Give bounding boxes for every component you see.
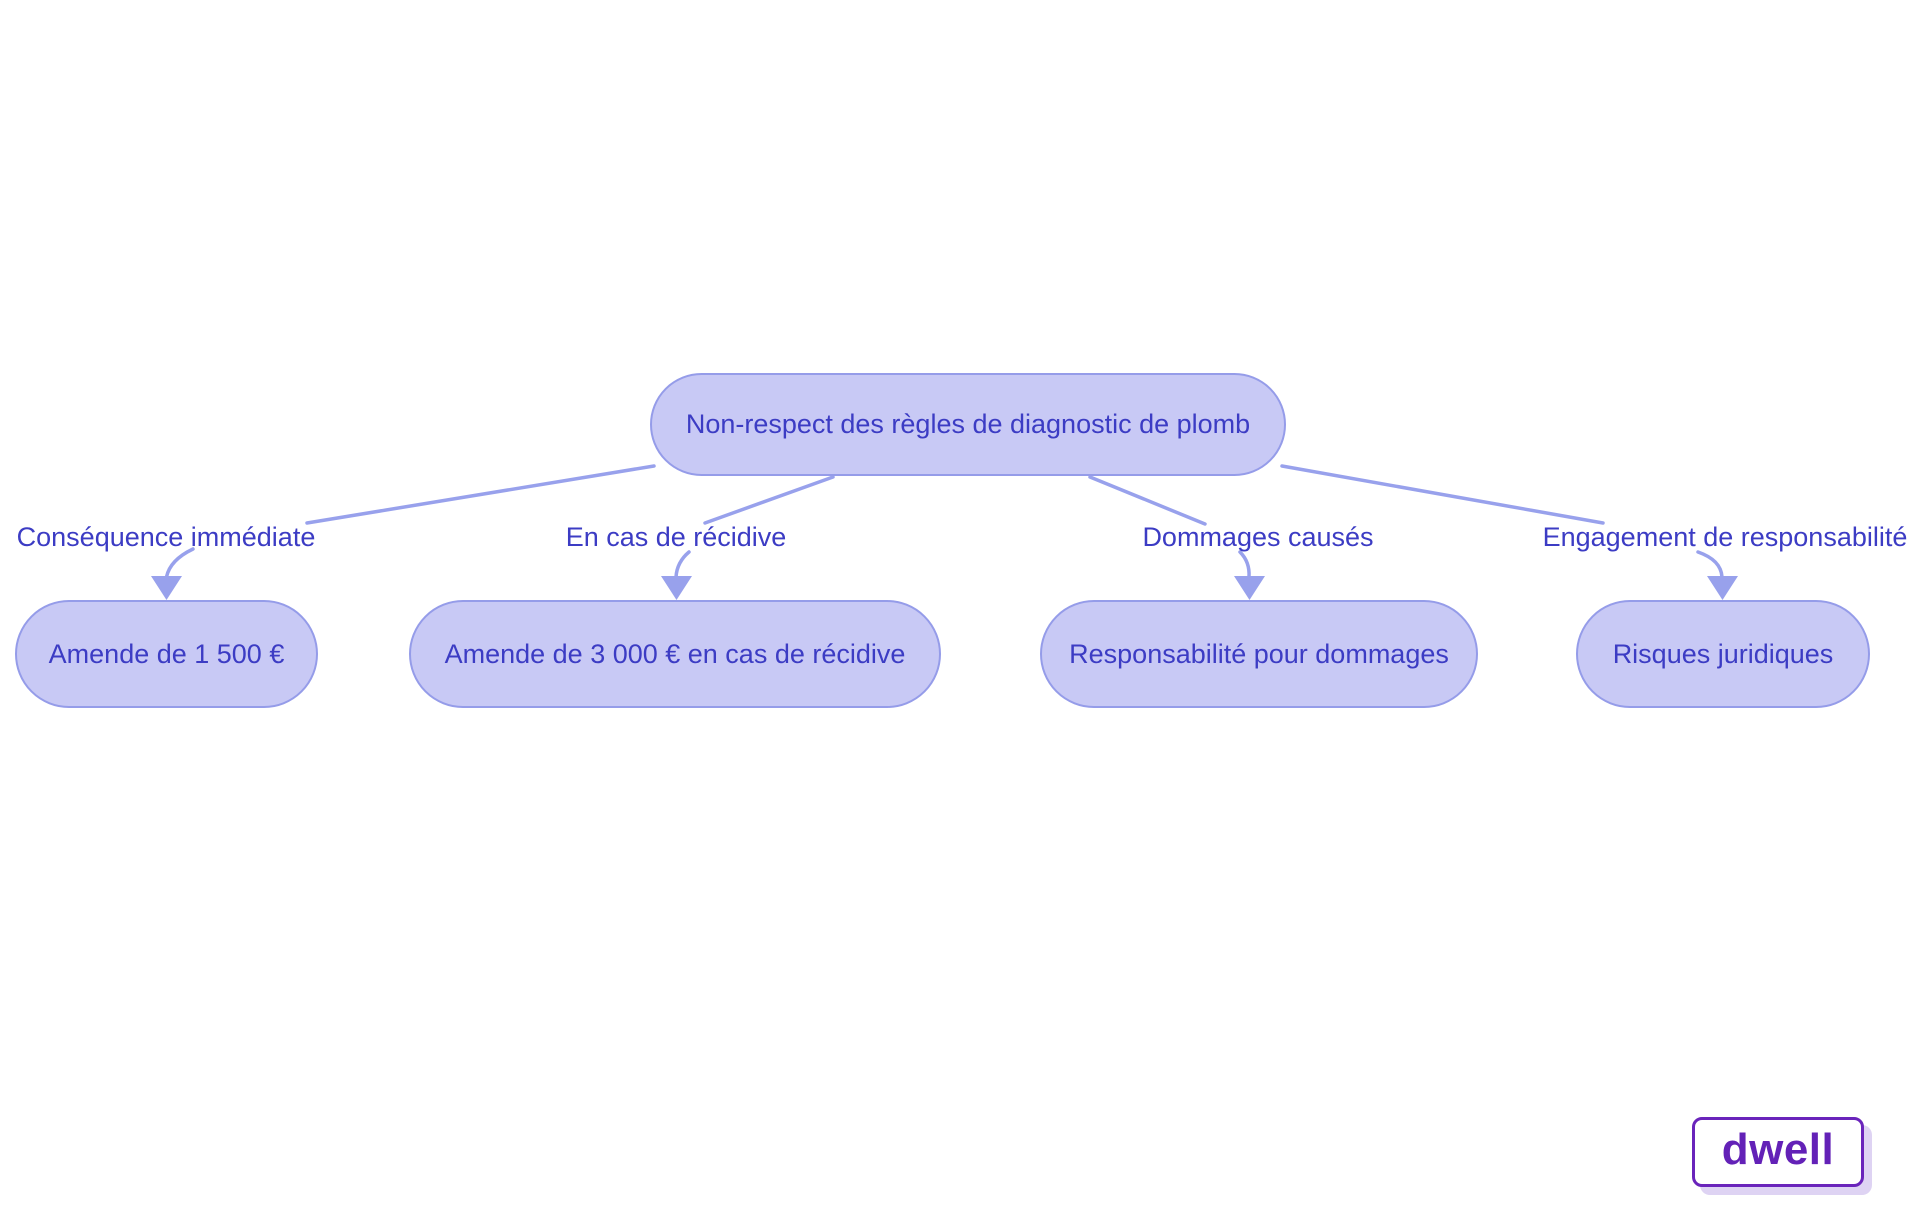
node-risques-juridiques: Risques juridiques: [1576, 600, 1870, 708]
node-label: Responsabilité pour dommages: [1069, 638, 1449, 669]
arrowhead-4: [1707, 576, 1738, 600]
node-label: Amende de 3 000 € en cas de récidive: [444, 638, 906, 669]
edge-label-engagement-de-responsabilite: Engagement de responsabilité: [1542, 522, 1908, 552]
edge-root-to-label-1: [305, 464, 656, 525]
dwell-logo-text: dwell: [1721, 1125, 1835, 1174]
arrowhead-3: [1234, 576, 1265, 600]
edge-label-dommages-causes: Dommages causés: [1142, 522, 1374, 552]
node-label: Amende de 1 500 €: [48, 638, 285, 669]
arrowhead-2: [661, 576, 692, 600]
edge-label-consequence-immediate: Conséquence immédiate: [16, 522, 316, 552]
node-label: Risques juridiques: [1612, 638, 1834, 669]
edge-root-to-label-3: [1088, 475, 1207, 526]
node-amende-1500: Amende de 1 500 €: [15, 600, 318, 708]
node-amende-3000-recidive: Amende de 3 000 € en cas de récidive: [409, 600, 941, 708]
arrowhead-1: [151, 576, 182, 600]
root-node-label: Non-respect des règles de diagnostic de …: [685, 409, 1251, 439]
arrow-curve-1: [164, 547, 195, 579]
node-responsabilite-dommages: Responsabilité pour dommages: [1040, 600, 1478, 708]
root-node: Non-respect des règles de diagnostic de …: [650, 373, 1286, 476]
edge-label-en-cas-de-recidive: En cas de récidive: [565, 522, 787, 552]
arrow-curve-3: [1238, 550, 1251, 579]
arrow-curve-4: [1696, 550, 1724, 579]
edge-root-to-label-2: [703, 475, 835, 525]
edge-root-to-label-4: [1280, 464, 1605, 525]
arrow-curve-2: [674, 550, 691, 579]
dwell-logo: dwell: [1692, 1117, 1864, 1187]
